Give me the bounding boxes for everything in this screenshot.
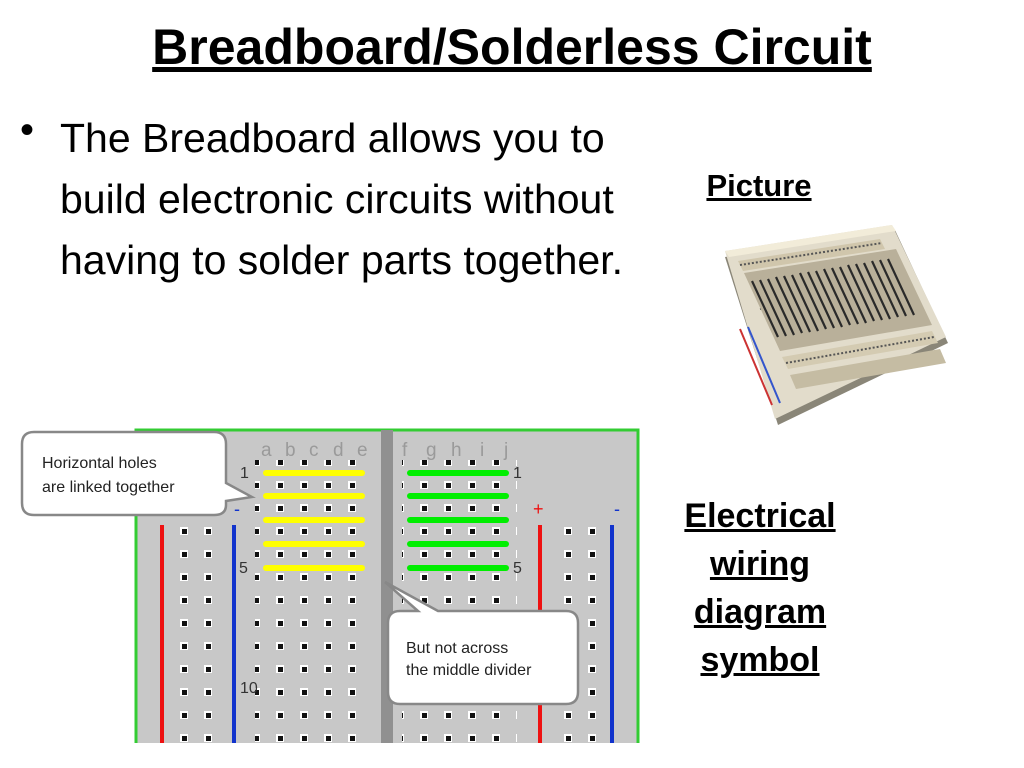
callout-horizontal-holes	[20, 430, 256, 517]
bullet-dot-icon: •	[20, 108, 35, 152]
column-label: i	[480, 440, 484, 461]
row-number: 5	[239, 560, 248, 577]
callout-2-line2: the middle divider	[406, 662, 532, 679]
row-number: 10	[240, 680, 258, 697]
column-label: c	[309, 440, 319, 461]
breadboard-diagram: a b c d e f g h i j 1 5 10 1 5 - + - Hor…	[20, 428, 640, 743]
column-label: f	[402, 440, 408, 461]
breadboard-photo	[725, 225, 948, 425]
rail-plus-label: +	[533, 499, 544, 519]
column-label: d	[333, 440, 344, 461]
callout-2-line1: But not across	[406, 640, 508, 657]
column-label: j	[503, 440, 508, 461]
bullet-text: The Breadboard allows you to build elect…	[60, 115, 623, 283]
symbol-label: Electrical wiring diagram symbol	[684, 497, 836, 679]
left-rail-holes	[175, 513, 220, 743]
picture-label: Picture	[706, 168, 812, 203]
row-number: 1	[240, 465, 249, 482]
slide-title: Breadboard/Solderless Circuit	[152, 19, 872, 75]
column-label: a	[261, 440, 272, 461]
rail-minus-label: -	[614, 499, 620, 519]
column-label: e	[357, 440, 368, 461]
rail-minus-label: -	[234, 499, 240, 519]
row-number: 5	[513, 560, 522, 577]
left-terminal-holes	[255, 460, 370, 743]
row-number: 1	[513, 465, 522, 482]
callout-1-line1: Horizontal holes	[42, 455, 157, 472]
callout-1-line2: are linked together	[42, 479, 175, 496]
callout-middle-divider	[384, 580, 580, 706]
column-label: h	[451, 440, 462, 461]
column-label: b	[285, 440, 296, 461]
column-label: g	[426, 440, 437, 461]
